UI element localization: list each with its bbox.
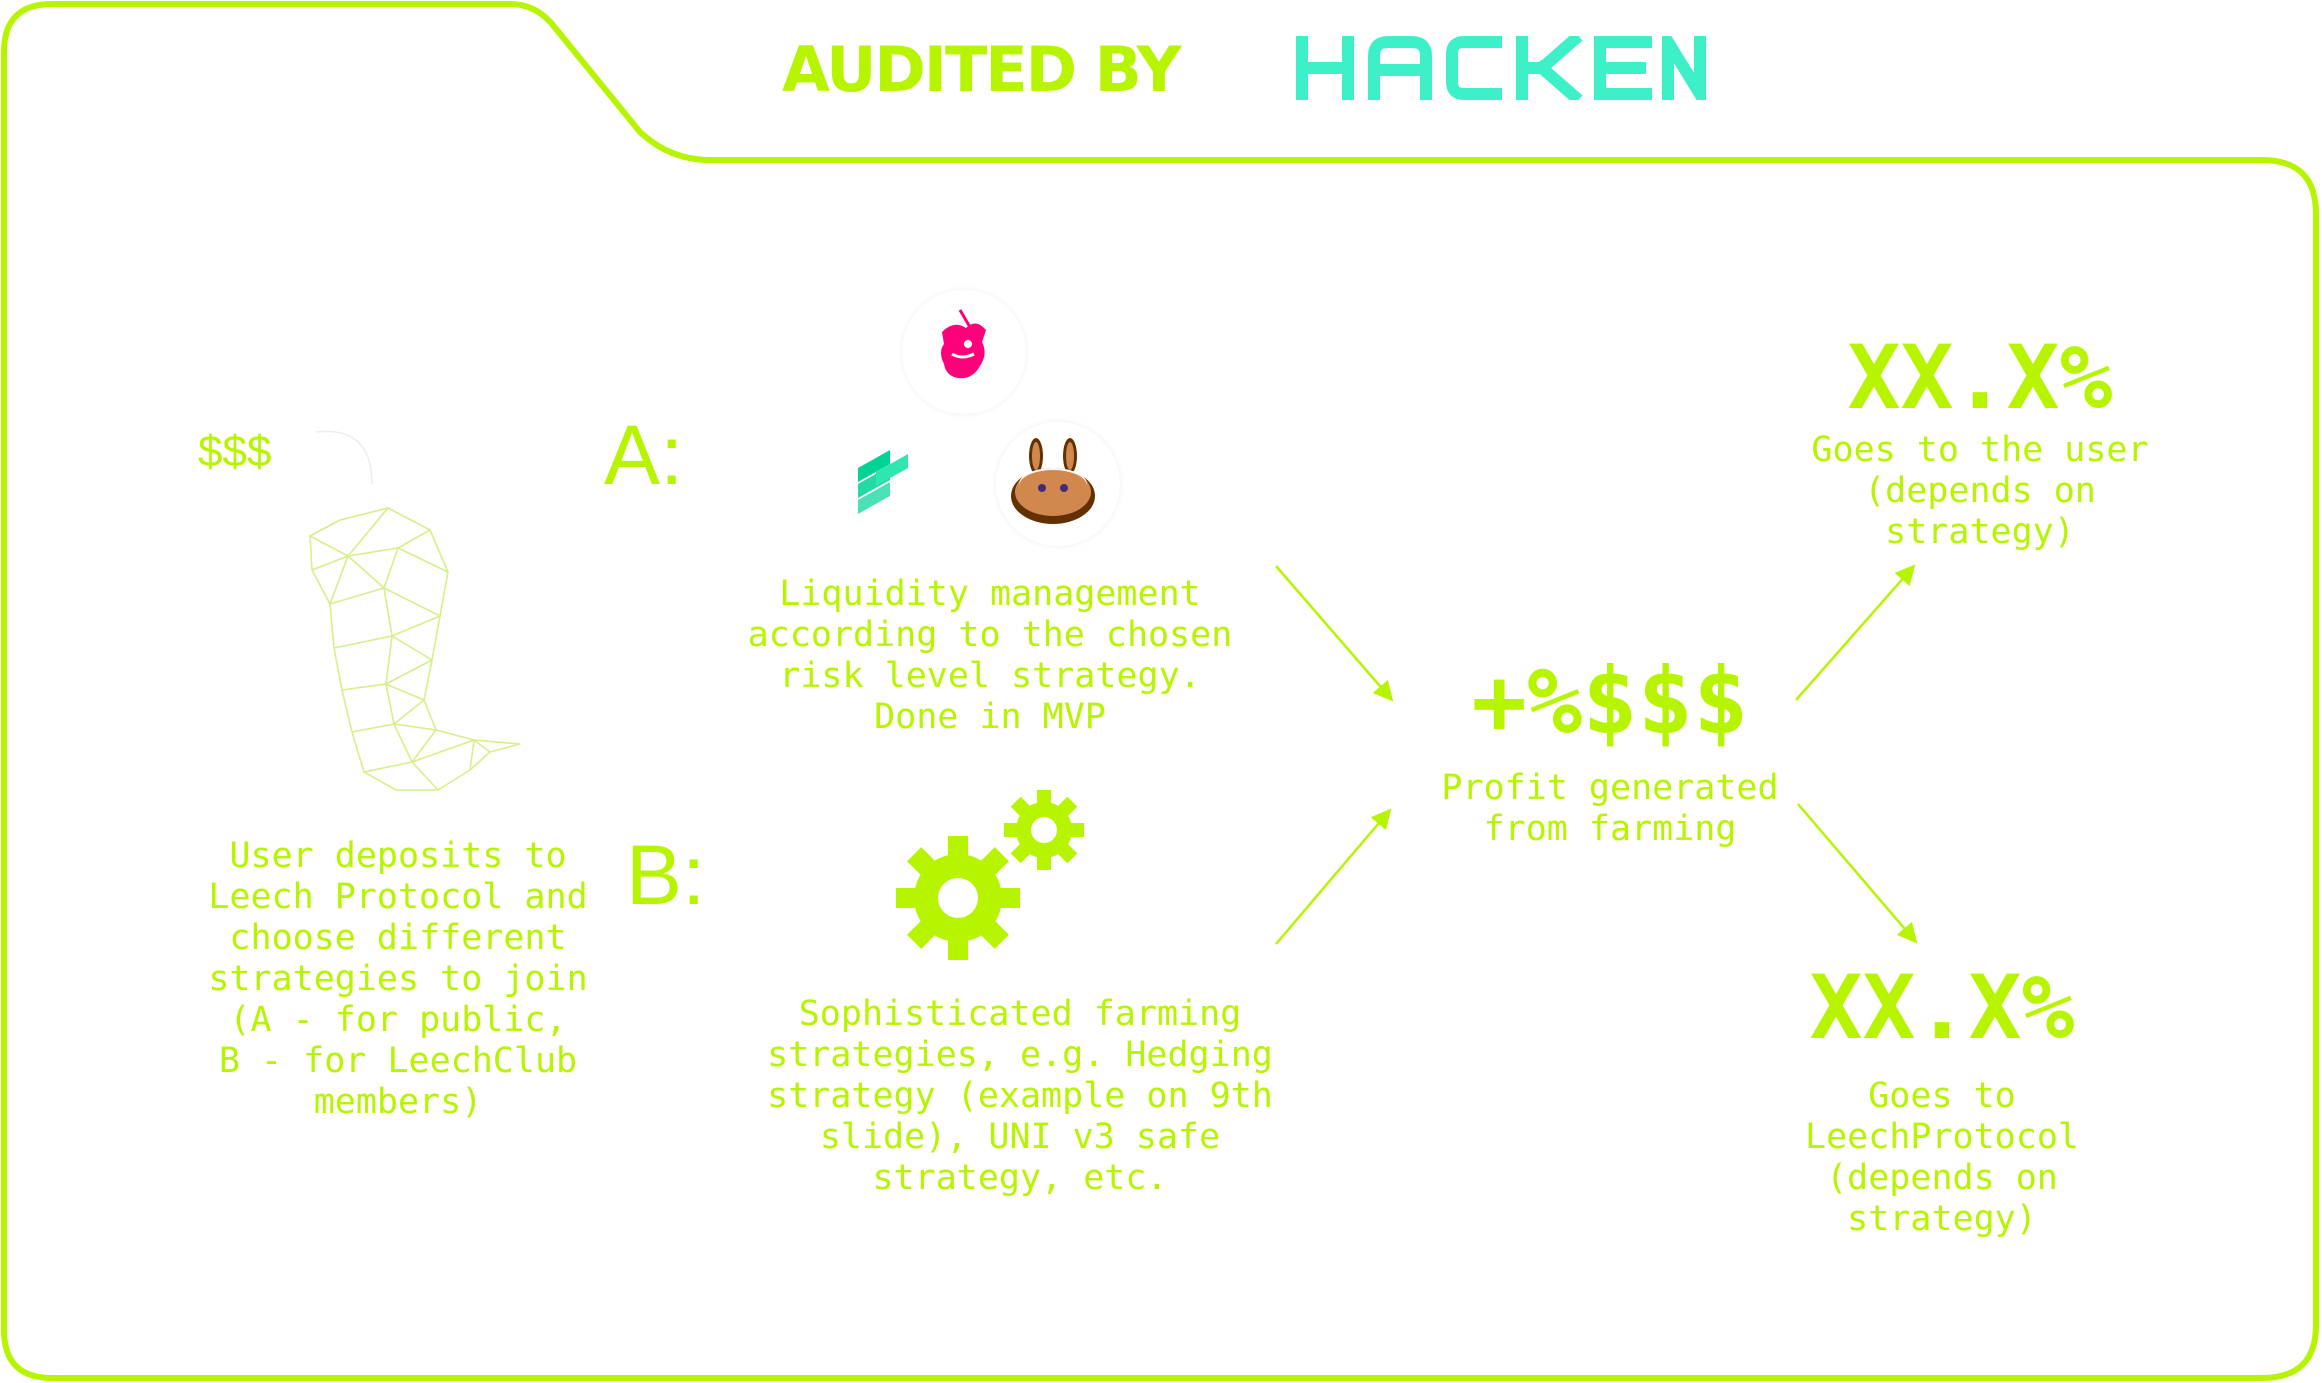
user-share-description: Goes to the user (depends on strategy) — [1811, 430, 2149, 552]
profit-value: +%$$$ — [1471, 648, 1749, 755]
gears-icon — [896, 790, 1084, 960]
option-b-label: B: — [626, 828, 706, 922]
option-a-label: A: — [604, 408, 684, 502]
uniswap-icon — [902, 290, 1026, 414]
protocol-share-description: Goes to LeechProtocol (depends on strate… — [1805, 1076, 2079, 1239]
user-dollars: $$$ — [198, 427, 272, 476]
hacken-logo — [1296, 36, 1706, 100]
option-b-description: Sophisticated farming strategies, e.g. H… — [767, 994, 1273, 1198]
user-description: User deposits to Leech Protocol and choo… — [208, 836, 588, 1122]
protocol-share-value: XX.X% — [1809, 956, 2075, 1059]
audited-by-text: AUDITED BY — [782, 33, 1181, 106]
profit-description: Profit generated from farming — [1441, 768, 1779, 849]
user-share-value: XX.X% — [1847, 326, 2113, 429]
pancakeswap-icon — [996, 422, 1120, 546]
option-a-description: Liquidity management according to the ch… — [747, 574, 1233, 737]
compound-icon — [836, 422, 960, 546]
